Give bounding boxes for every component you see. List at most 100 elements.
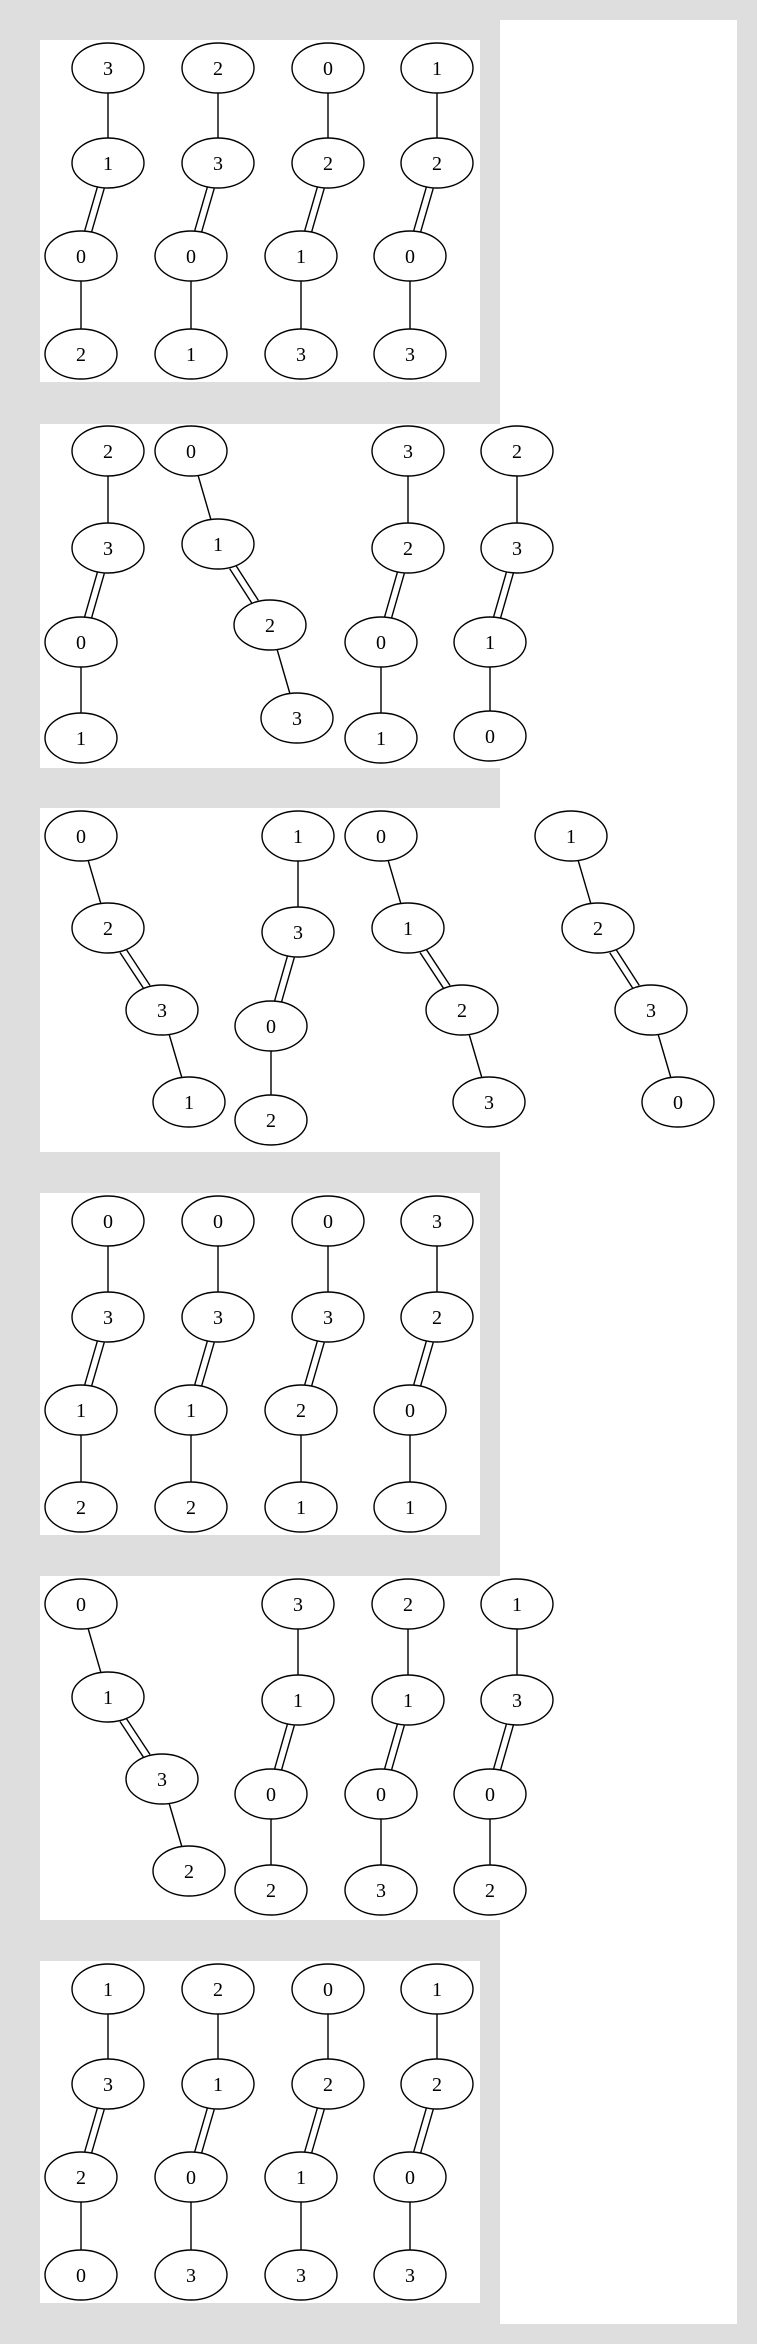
node-ellipse	[371, 1578, 445, 1630]
double-edge	[119, 1717, 151, 1759]
graph-node: 3	[480, 1674, 554, 1726]
graph-node: 2	[400, 2058, 474, 2110]
double-edge	[413, 186, 434, 233]
double-edge	[194, 2107, 215, 2154]
node-ellipse	[44, 2151, 118, 2203]
node-label: 0	[376, 632, 386, 654]
graph-node: 0	[234, 1000, 308, 1052]
single-edge	[87, 1628, 102, 1673]
edges	[80, 93, 672, 2250]
double-edge	[419, 948, 451, 990]
graph-node: 2	[154, 1481, 228, 1533]
graph-node: 0	[373, 230, 447, 282]
graph-node: 2	[264, 1384, 338, 1436]
node-label: 2	[213, 58, 223, 80]
node-ellipse	[614, 984, 688, 1036]
node-label: 3	[432, 1211, 442, 1233]
node-ellipse	[291, 42, 365, 94]
node-ellipse	[44, 810, 118, 862]
node-ellipse	[261, 1578, 335, 1630]
node-ellipse	[261, 810, 335, 862]
node-ellipse	[291, 1963, 365, 2015]
graph-node: 1	[71, 137, 145, 189]
edge-line	[119, 1721, 145, 1759]
graph-node: 0	[291, 1195, 365, 1247]
edge-line	[280, 957, 295, 1003]
graph-node: 1	[154, 328, 228, 380]
node-label: 0	[186, 246, 196, 268]
graph-node: 0	[373, 2151, 447, 2203]
graph-node: 3	[452, 1076, 526, 1128]
node-ellipse	[154, 328, 228, 380]
node-label: 2	[323, 153, 333, 175]
node-ellipse	[181, 1963, 255, 2015]
node-label: 1	[296, 246, 306, 268]
node-label: 3	[484, 1092, 494, 1114]
node-ellipse	[181, 137, 255, 189]
edge-line	[90, 573, 105, 619]
graph-node: 3	[371, 425, 445, 477]
cluster-panel	[40, 1576, 558, 1920]
edge-line	[419, 1342, 434, 1387]
edge-line	[304, 1340, 319, 1385]
node-ellipse	[480, 425, 554, 477]
node-label: 0	[266, 1784, 276, 1806]
graph-node: 1	[371, 902, 445, 954]
node-label: 0	[323, 1979, 333, 2001]
node-label: 0	[405, 1400, 415, 1422]
graph-node: 3	[373, 2249, 447, 2301]
double-edge	[194, 186, 215, 233]
edge-line	[577, 860, 592, 904]
node-label: 1	[376, 728, 386, 750]
double-edge	[84, 571, 105, 619]
cluster-panels	[40, 40, 717, 2303]
edge-line	[310, 1342, 325, 1387]
node-label: 0	[103, 1211, 113, 1233]
cluster-band	[0, 0, 757, 20]
node-ellipse	[453, 1768, 527, 1820]
node-ellipse	[44, 230, 118, 282]
node-ellipse	[234, 1094, 308, 1146]
edge-line	[200, 2109, 215, 2154]
edge-line	[493, 571, 508, 617]
graph-node: 3	[344, 1864, 418, 1916]
node-ellipse	[534, 810, 608, 862]
node-label: 1	[405, 1497, 415, 1519]
graph-node: 1	[264, 2151, 338, 2203]
edge-line	[280, 1725, 295, 1771]
node-ellipse	[234, 1864, 308, 1916]
node-label: 1	[103, 1687, 113, 1709]
edge-line	[304, 2107, 319, 2152]
node-ellipse	[154, 2249, 228, 2301]
node-label: 2	[485, 1880, 495, 1902]
node-ellipse	[480, 1578, 554, 1630]
edge-line	[499, 1725, 514, 1771]
node-label: 0	[76, 2265, 86, 2287]
node-label: 3	[186, 2265, 196, 2287]
node-ellipse	[641, 1076, 715, 1128]
node-ellipse	[125, 984, 199, 1036]
node-ellipse	[44, 1578, 118, 1630]
node-ellipse	[344, 1864, 418, 1916]
node-ellipse	[264, 2249, 338, 2301]
right-column-panel	[500, 20, 737, 2324]
edge-line	[90, 2109, 105, 2154]
node-label: 0	[673, 1092, 683, 1114]
node-ellipse	[400, 2058, 474, 2110]
node-label: 3	[512, 1690, 522, 1712]
node-label: 2	[266, 1880, 276, 1902]
graph-node: 2	[371, 522, 445, 574]
node-ellipse	[344, 712, 418, 764]
node-ellipse	[373, 230, 447, 282]
node-label: 3	[376, 1880, 386, 1902]
node-ellipse	[71, 902, 145, 954]
single-edge	[168, 1034, 183, 1078]
single-edge	[276, 649, 291, 694]
node-ellipse	[264, 230, 338, 282]
node-ellipse	[291, 1195, 365, 1247]
graph-node: 2	[453, 1864, 527, 1916]
node-label: 2	[103, 441, 113, 463]
graph-node: 2	[44, 2151, 118, 2203]
graph-node: 1	[44, 712, 118, 764]
node-label: 1	[76, 1400, 86, 1422]
